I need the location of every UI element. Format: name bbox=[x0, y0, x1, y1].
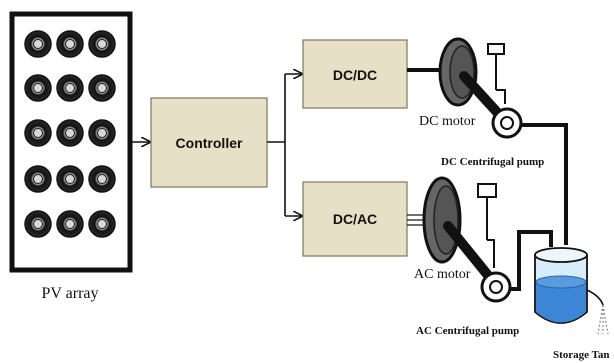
pv-cell-center bbox=[97, 174, 107, 184]
dc-centrifugal-pump bbox=[487, 43, 523, 139]
pv-cell-center bbox=[65, 83, 75, 93]
pv-array bbox=[9, 11, 133, 273]
pv-cell-center bbox=[97, 128, 107, 138]
controller-box bbox=[150, 97, 268, 188]
pv-cell-center bbox=[97, 219, 107, 229]
pv-cell-center bbox=[33, 219, 43, 229]
ac-motor-label: AC motor bbox=[414, 267, 471, 282]
pv-array-label: PV array bbox=[41, 285, 98, 302]
pv-cell-center bbox=[97, 83, 107, 93]
storage-tank-label: Storage Tan bbox=[553, 349, 610, 361]
dc-pump-pipe bbox=[520, 123, 568, 245]
dcdc-label: DC/DC bbox=[333, 67, 377, 83]
pv-cell-center bbox=[65, 219, 75, 229]
pv-cell-center bbox=[65, 39, 75, 49]
branch-up-line bbox=[267, 74, 286, 143]
pv-cell-center bbox=[65, 174, 75, 184]
pv-cell-center bbox=[97, 39, 107, 49]
ac-pump-label: AC Centrifugal pump bbox=[416, 325, 519, 337]
ac-motor bbox=[422, 176, 462, 264]
dcdc-box bbox=[302, 39, 408, 109]
pv-cell-center bbox=[33, 39, 43, 49]
ac-centrifugal-pump bbox=[477, 183, 512, 303]
dcac-label: DC/AC bbox=[333, 211, 377, 227]
dc-motor bbox=[438, 37, 478, 107]
ac-pump-pipe bbox=[509, 230, 553, 291]
pv-cell-center bbox=[33, 174, 43, 184]
dcac-box bbox=[302, 181, 408, 257]
dc-motor-label: DC motor bbox=[419, 114, 476, 129]
pv-cell-center bbox=[65, 128, 75, 138]
storage-tank bbox=[534, 247, 609, 335]
pv-cells bbox=[24, 30, 116, 238]
pv-cell-center bbox=[33, 128, 43, 138]
dc-pump-label: DC Centrifugal pump bbox=[441, 156, 544, 168]
controller-label: Controller bbox=[176, 135, 243, 151]
pv-cell-center bbox=[33, 83, 43, 93]
